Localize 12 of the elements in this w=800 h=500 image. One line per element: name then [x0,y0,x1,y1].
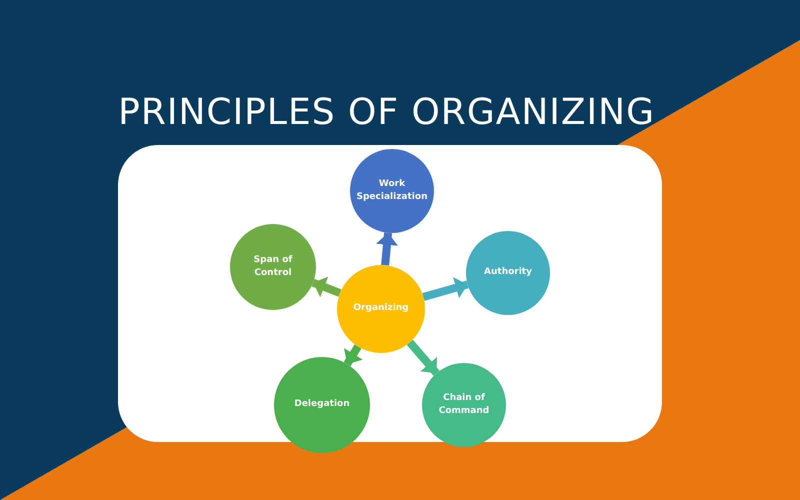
node-label: Authority [484,266,532,280]
block-arrow [344,344,363,366]
node-label: Span of Control [252,254,294,280]
title: PRINCIPLES OF ORGANIZING [118,92,655,133]
node-label: Organizing [353,302,409,316]
block-arrow [422,277,469,301]
node-label: Work Specialization [356,178,428,204]
block-arrow [406,340,440,376]
block-arrow [312,276,342,298]
node-label: Chain of Command [438,392,490,418]
node-label: Delegation [294,398,350,412]
block-arrow [376,232,398,266]
